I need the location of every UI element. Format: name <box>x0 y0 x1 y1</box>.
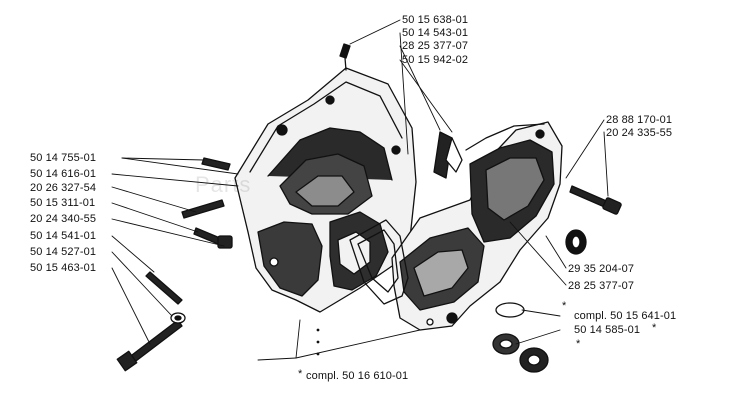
part-label-50-14-543-01: 50 14 543-01 <box>402 27 469 39</box>
asterisk-compl-2: * <box>298 368 303 380</box>
watermark-text: Parts <box>195 172 252 197</box>
part-label-compl-50-16-610-01: compl. 50 16 610-01 <box>306 370 409 382</box>
part-label-50-15-463-01: 50 15 463-01 <box>30 262 97 274</box>
part-label-28-88-170-01: 28 88 170-01 <box>606 114 673 126</box>
crank-bracket <box>433 131 463 179</box>
seal-ring <box>565 229 587 255</box>
right-crankcase-half <box>391 121 563 331</box>
part-label-20-24-335-55: 20 24 335-55 <box>606 127 673 139</box>
part-label-28-25-377-07-top: 28 25 377-07 <box>402 40 469 52</box>
part-label-50-14-585-01: 50 14 585-01 <box>574 324 641 336</box>
right-bolt <box>569 185 622 215</box>
long-bolt <box>116 319 183 372</box>
pin-upper-left <box>201 157 231 171</box>
screw-plug <box>193 227 233 249</box>
pin-lower-left <box>181 199 225 219</box>
part-label-28-25-377-07-mid: 28 25 377-07 <box>568 280 635 292</box>
part-label-50-14-616-01: 50 14 616-01 <box>30 168 97 180</box>
part-label-20-24-340-55: 20 24 340-55 <box>30 213 97 225</box>
part-label-50-14-755-01: 50 14 755-01 <box>30 152 97 164</box>
part-label-50-15-638-01: 50 15 638-01 <box>402 14 469 26</box>
leader-lines <box>111 19 609 361</box>
bearing-left <box>492 333 520 355</box>
part-label-50-15-942-02: 50 15 942-02 <box>402 54 469 66</box>
part-label-50-14-527-01: 50 14 527-01 <box>30 246 97 258</box>
part-label-50-14-541-01: 50 14 541-01 <box>30 230 97 242</box>
part-label-29-35-204-07: 29 35 204-07 <box>568 263 635 275</box>
gasket <box>349 219 409 305</box>
left-crankcase-half <box>234 43 417 313</box>
spring-pin <box>145 271 183 305</box>
o-ring <box>495 302 525 318</box>
asterisk-compl-1: * <box>562 300 567 312</box>
asterisk-585: * <box>652 322 657 334</box>
asterisk-bearing: * <box>576 338 581 350</box>
part-label-50-15-311-01: 50 15 311-01 <box>30 197 96 209</box>
bearing-right <box>519 347 549 373</box>
part-label-20-26-327-54: 20 26 327-54 <box>30 182 97 194</box>
washer-small <box>170 312 186 324</box>
part-label-compl-50-15-641-01: compl. 50 15 641-01 <box>574 310 677 322</box>
